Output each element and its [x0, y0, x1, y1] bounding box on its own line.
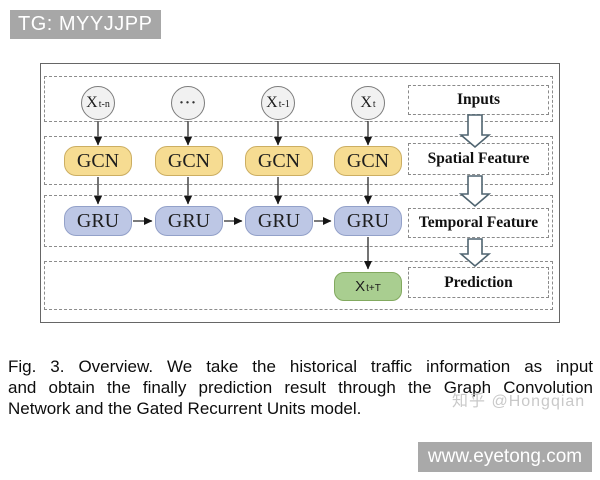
figure-caption: Fig. 3. Overview. We take the historical…	[8, 356, 593, 419]
node-label: X	[360, 94, 372, 111]
zhihu-watermark: 知乎 @Hongqian	[452, 393, 586, 410]
input-row-box	[44, 76, 553, 122]
gru-box-4: GRU	[334, 206, 402, 236]
node-subscript: t-1	[278, 99, 290, 110]
tg-watermark-badge: TG: MYYJJPP	[10, 10, 162, 39]
stage-text: Inputs	[456, 91, 501, 108]
stage-text: Temporal Feature	[418, 214, 539, 231]
gru-label: GRU	[346, 209, 390, 232]
gcn-label: GCN	[167, 149, 211, 172]
ellipsis-label: ···	[178, 94, 197, 111]
spatial-row-box	[44, 136, 553, 185]
prediction-row-box	[44, 261, 553, 310]
gru-box-2: GRU	[155, 206, 223, 236]
gcn-box-3: GCN	[245, 146, 313, 176]
gcn-label: GCN	[76, 149, 120, 172]
site-watermark-badge: www.eyetong.com	[418, 442, 592, 472]
node-subscript: t	[372, 99, 376, 110]
ellipsis-node: ···	[171, 86, 205, 120]
temporal-row-box	[44, 195, 553, 247]
gru-label: GRU	[167, 209, 211, 232]
gcn-label: GCN	[346, 149, 390, 172]
node-subscript: t-n	[98, 99, 110, 110]
stage-text: Spatial Feature	[427, 150, 530, 167]
gru-box-1: GRU	[64, 206, 132, 236]
gcn-box-4: GCN	[334, 146, 402, 176]
stage-label-prediction: Prediction	[408, 267, 549, 298]
gru-label: GRU	[257, 209, 301, 232]
stage-label-spatial-feature: Spatial Feature	[408, 143, 549, 175]
gcn-box-1: GCN	[64, 146, 132, 176]
gru-label: GRU	[76, 209, 120, 232]
stage-label-temporal-feature: Temporal Feature	[408, 208, 549, 238]
caption-line: Fig. 3. Overview. We take the historical…	[8, 357, 593, 376]
caption-line: and obtain the finally prediction result…	[8, 378, 593, 397]
node-label: X	[86, 94, 98, 111]
gcn-box-2: GCN	[155, 146, 223, 176]
gru-box-3: GRU	[245, 206, 313, 236]
node-label: X	[355, 278, 366, 295]
node-label: X	[266, 94, 278, 111]
stage-label-inputs: Inputs	[408, 85, 549, 115]
gcn-label: GCN	[257, 149, 301, 172]
node-subscript: t+T	[366, 282, 381, 294]
caption-line: Network and the Gated Recurrent Units mo…	[8, 399, 362, 418]
stage-text: Prediction	[444, 273, 513, 291]
